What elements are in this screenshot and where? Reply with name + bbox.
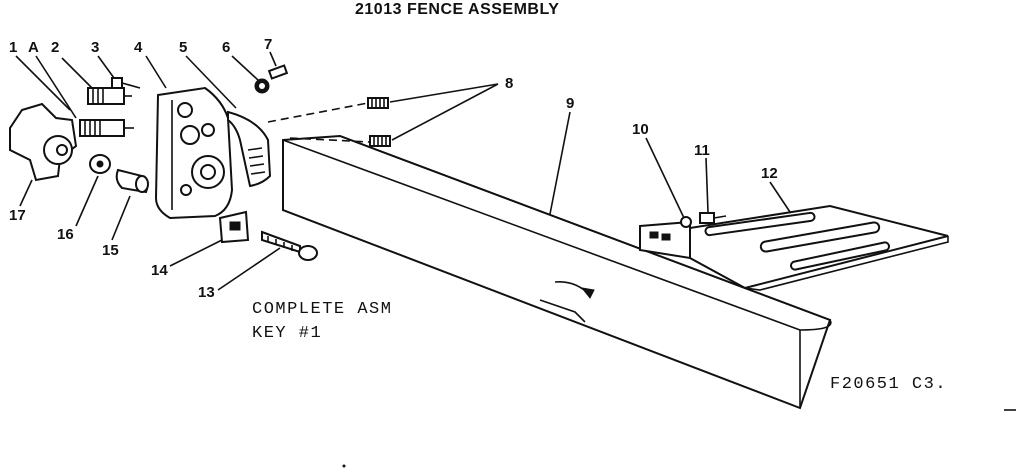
set-screw-path-lower xyxy=(289,137,371,143)
callout-3: 3 xyxy=(91,39,99,56)
leader-lines xyxy=(15,51,791,291)
screw-washer xyxy=(267,64,289,80)
slide-plate xyxy=(689,204,949,291)
callout-17: 17 xyxy=(9,207,26,224)
callout-9: 9 xyxy=(566,95,574,112)
callout-1a: A xyxy=(28,39,39,56)
angle-scale xyxy=(227,110,272,188)
set-screw-lower xyxy=(369,135,391,147)
callout-14: 14 xyxy=(151,262,168,279)
clamp-block xyxy=(218,210,250,244)
spacer-sleeve xyxy=(115,168,149,194)
callout-13: 13 xyxy=(198,284,215,301)
callout-12: 12 xyxy=(761,165,778,182)
speck-mark xyxy=(342,464,346,468)
set-screw-upper xyxy=(367,97,389,109)
figure-code: F20651 C3. xyxy=(830,375,947,394)
fence-housing xyxy=(154,86,234,220)
scale-screw xyxy=(254,78,270,94)
mounting-bolt xyxy=(699,212,727,224)
clamp-bolt xyxy=(261,230,318,261)
callout-8: 8 xyxy=(505,75,513,92)
callout-16: 16 xyxy=(57,226,74,243)
callout-15: 15 xyxy=(102,242,119,259)
callout-5: 5 xyxy=(179,39,187,56)
set-screw-path-upper xyxy=(267,102,369,123)
callout-1: 1 xyxy=(9,39,17,56)
lock-shaft xyxy=(79,119,134,137)
note-line-1: COMPLETE ASM xyxy=(252,300,392,319)
diagram-title: 21013 FENCE ASSEMBLY xyxy=(355,1,559,18)
callout-7: 7 xyxy=(264,36,272,53)
fence-rail xyxy=(282,134,832,410)
callout-6: 6 xyxy=(222,39,230,56)
callout-2: 2 xyxy=(51,39,59,56)
hex-bolt xyxy=(111,77,141,89)
callout-10: 10 xyxy=(632,121,649,138)
adjusting-shaft xyxy=(87,87,132,105)
mounting-bracket xyxy=(639,216,692,260)
callout-11: 11 xyxy=(694,142,710,159)
callout-4: 4 xyxy=(134,39,143,56)
note-line-2: KEY #1 xyxy=(252,324,322,343)
washer xyxy=(89,154,111,174)
lock-knob xyxy=(9,102,78,182)
